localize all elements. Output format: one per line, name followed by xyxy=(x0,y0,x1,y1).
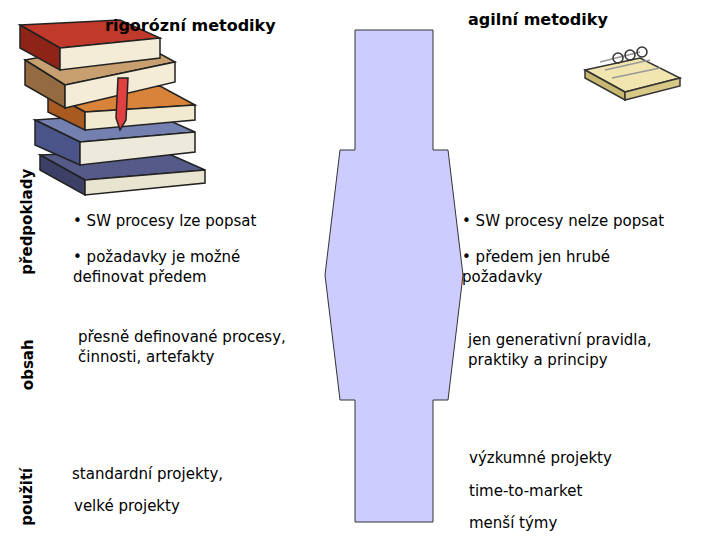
cell-text: výzkumné projekty xyxy=(469,449,714,469)
column-heading: rigorózní metodiky xyxy=(105,16,276,37)
row-label: předpoklady xyxy=(18,169,38,275)
cell-text: • SW procesy lze popsat xyxy=(73,212,333,232)
cell-text: jen generativní pravidla, praktiky a pri… xyxy=(468,331,713,370)
column-heading: agilní metodiky xyxy=(468,10,608,31)
books-picture xyxy=(20,20,205,195)
cell-text: přesně definované procesy, činnosti, art… xyxy=(78,328,293,367)
cell-text: standardní projekty, xyxy=(72,465,322,485)
notebook-picture xyxy=(585,47,680,100)
cell-text: velké projekty xyxy=(74,497,324,517)
row-label: použití xyxy=(18,468,38,526)
double-arrow xyxy=(325,30,463,522)
row-label: obsah xyxy=(18,339,38,390)
cell-text: • SW procesy nelze popsat xyxy=(462,212,712,232)
cell-text: • předem jen hrubé požadavky xyxy=(462,248,662,287)
cell-text: time-to-market xyxy=(469,482,714,502)
cell-text: menší týmy xyxy=(469,514,714,534)
cell-text: • požadavky je možné definovat předem xyxy=(73,248,303,287)
